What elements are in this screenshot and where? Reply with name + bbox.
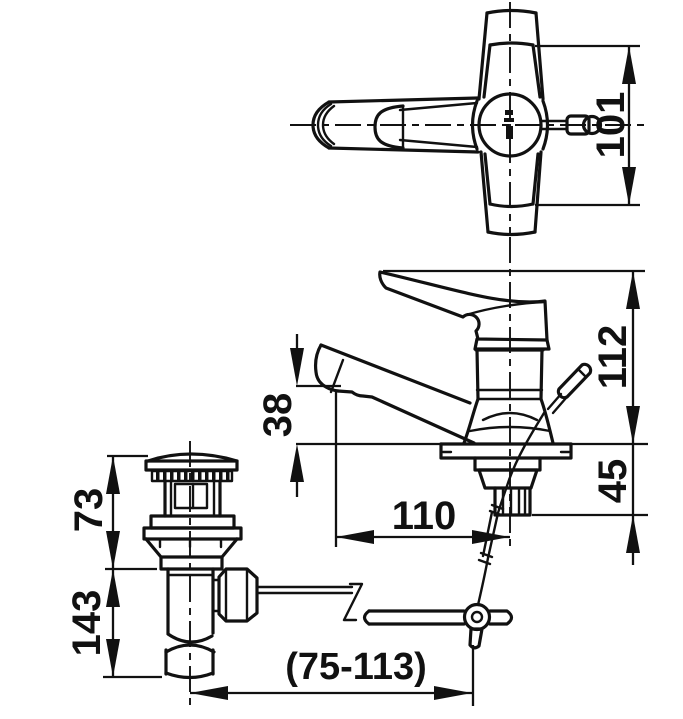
cartridge-cap-plan — [470, 92, 550, 158]
arrowhead-up-icon — [106, 456, 120, 494]
arrowhead-down-icon — [626, 406, 640, 444]
arrowhead-up-icon — [626, 515, 640, 553]
arrowhead-left-icon — [336, 530, 374, 544]
lift-rod-knob-plan — [539, 114, 603, 136]
knurling — [156, 472, 230, 480]
dimension-75-113-label: (75-113) — [285, 646, 427, 688]
arrowhead-right-icon — [472, 530, 510, 544]
drain-tee-nut — [211, 567, 259, 623]
arrowhead-up-icon — [290, 444, 304, 482]
spout-side — [313, 343, 476, 445]
lever-blade-plan — [477, 8, 545, 237]
arrowhead-up-icon — [106, 569, 120, 607]
dimension-143-label: 143 — [65, 590, 109, 657]
pop-up-drain-assembly — [142, 441, 259, 707]
aerator-mark — [329, 358, 345, 394]
linkage-rod-upper — [255, 585, 354, 595]
lift-rod-side — [546, 362, 593, 415]
arrowhead-down-icon — [106, 639, 120, 677]
drain-flanges — [142, 514, 243, 571]
dimension-38: 38 — [256, 334, 341, 497]
dimension-112: 112 — [296, 269, 648, 565]
arrowhead-down-icon — [622, 167, 636, 205]
dimension-45-label: 45 — [591, 459, 635, 504]
faucet-top-view: 101 — [290, 2, 646, 237]
dimension-75-113: (75-113) — [190, 645, 475, 706]
dimension-38-label: 38 — [256, 393, 300, 438]
faucet-body — [462, 337, 555, 445]
drain-body — [164, 567, 216, 680]
lever-handle — [378, 270, 549, 342]
dimension-101: 101 — [535, 44, 640, 207]
pop-up-linkage: (75-113) — [190, 582, 514, 706]
arrowhead-up-icon — [622, 46, 636, 84]
arrowhead-left-icon — [190, 686, 228, 700]
faucet-side-view: 112 45 38 110 — [256, 237, 648, 607]
drain-neck — [163, 479, 222, 518]
dimension-110-label: 110 — [392, 494, 457, 538]
logo-mark — [504, 110, 514, 139]
mounting-deck — [439, 442, 573, 460]
arrowhead-down-icon — [290, 348, 304, 386]
linkage-pivot — [462, 602, 492, 650]
dimension-73: 73 — [67, 456, 120, 569]
dimension-110: 110 — [334, 390, 510, 547]
dimension-45: 45 — [532, 459, 648, 553]
drain-plug-cap — [144, 452, 239, 483]
dimension-112-label: 112 — [591, 325, 635, 390]
arrowhead-down-icon — [106, 531, 120, 569]
linkage-rod-lower — [362, 609, 514, 626]
shank-and-locknut — [473, 456, 542, 517]
dimension-73-label: 73 — [67, 488, 111, 533]
arrowhead-up-icon — [626, 271, 640, 309]
dimension-101-label: 101 — [589, 92, 633, 159]
arrowhead-right-icon — [434, 686, 472, 700]
dimension-143: 143 — [65, 569, 120, 677]
dimension-73-143: 73 143 — [65, 454, 162, 679]
rod-break-symbol — [342, 582, 364, 622]
spout-plan — [311, 96, 480, 154]
